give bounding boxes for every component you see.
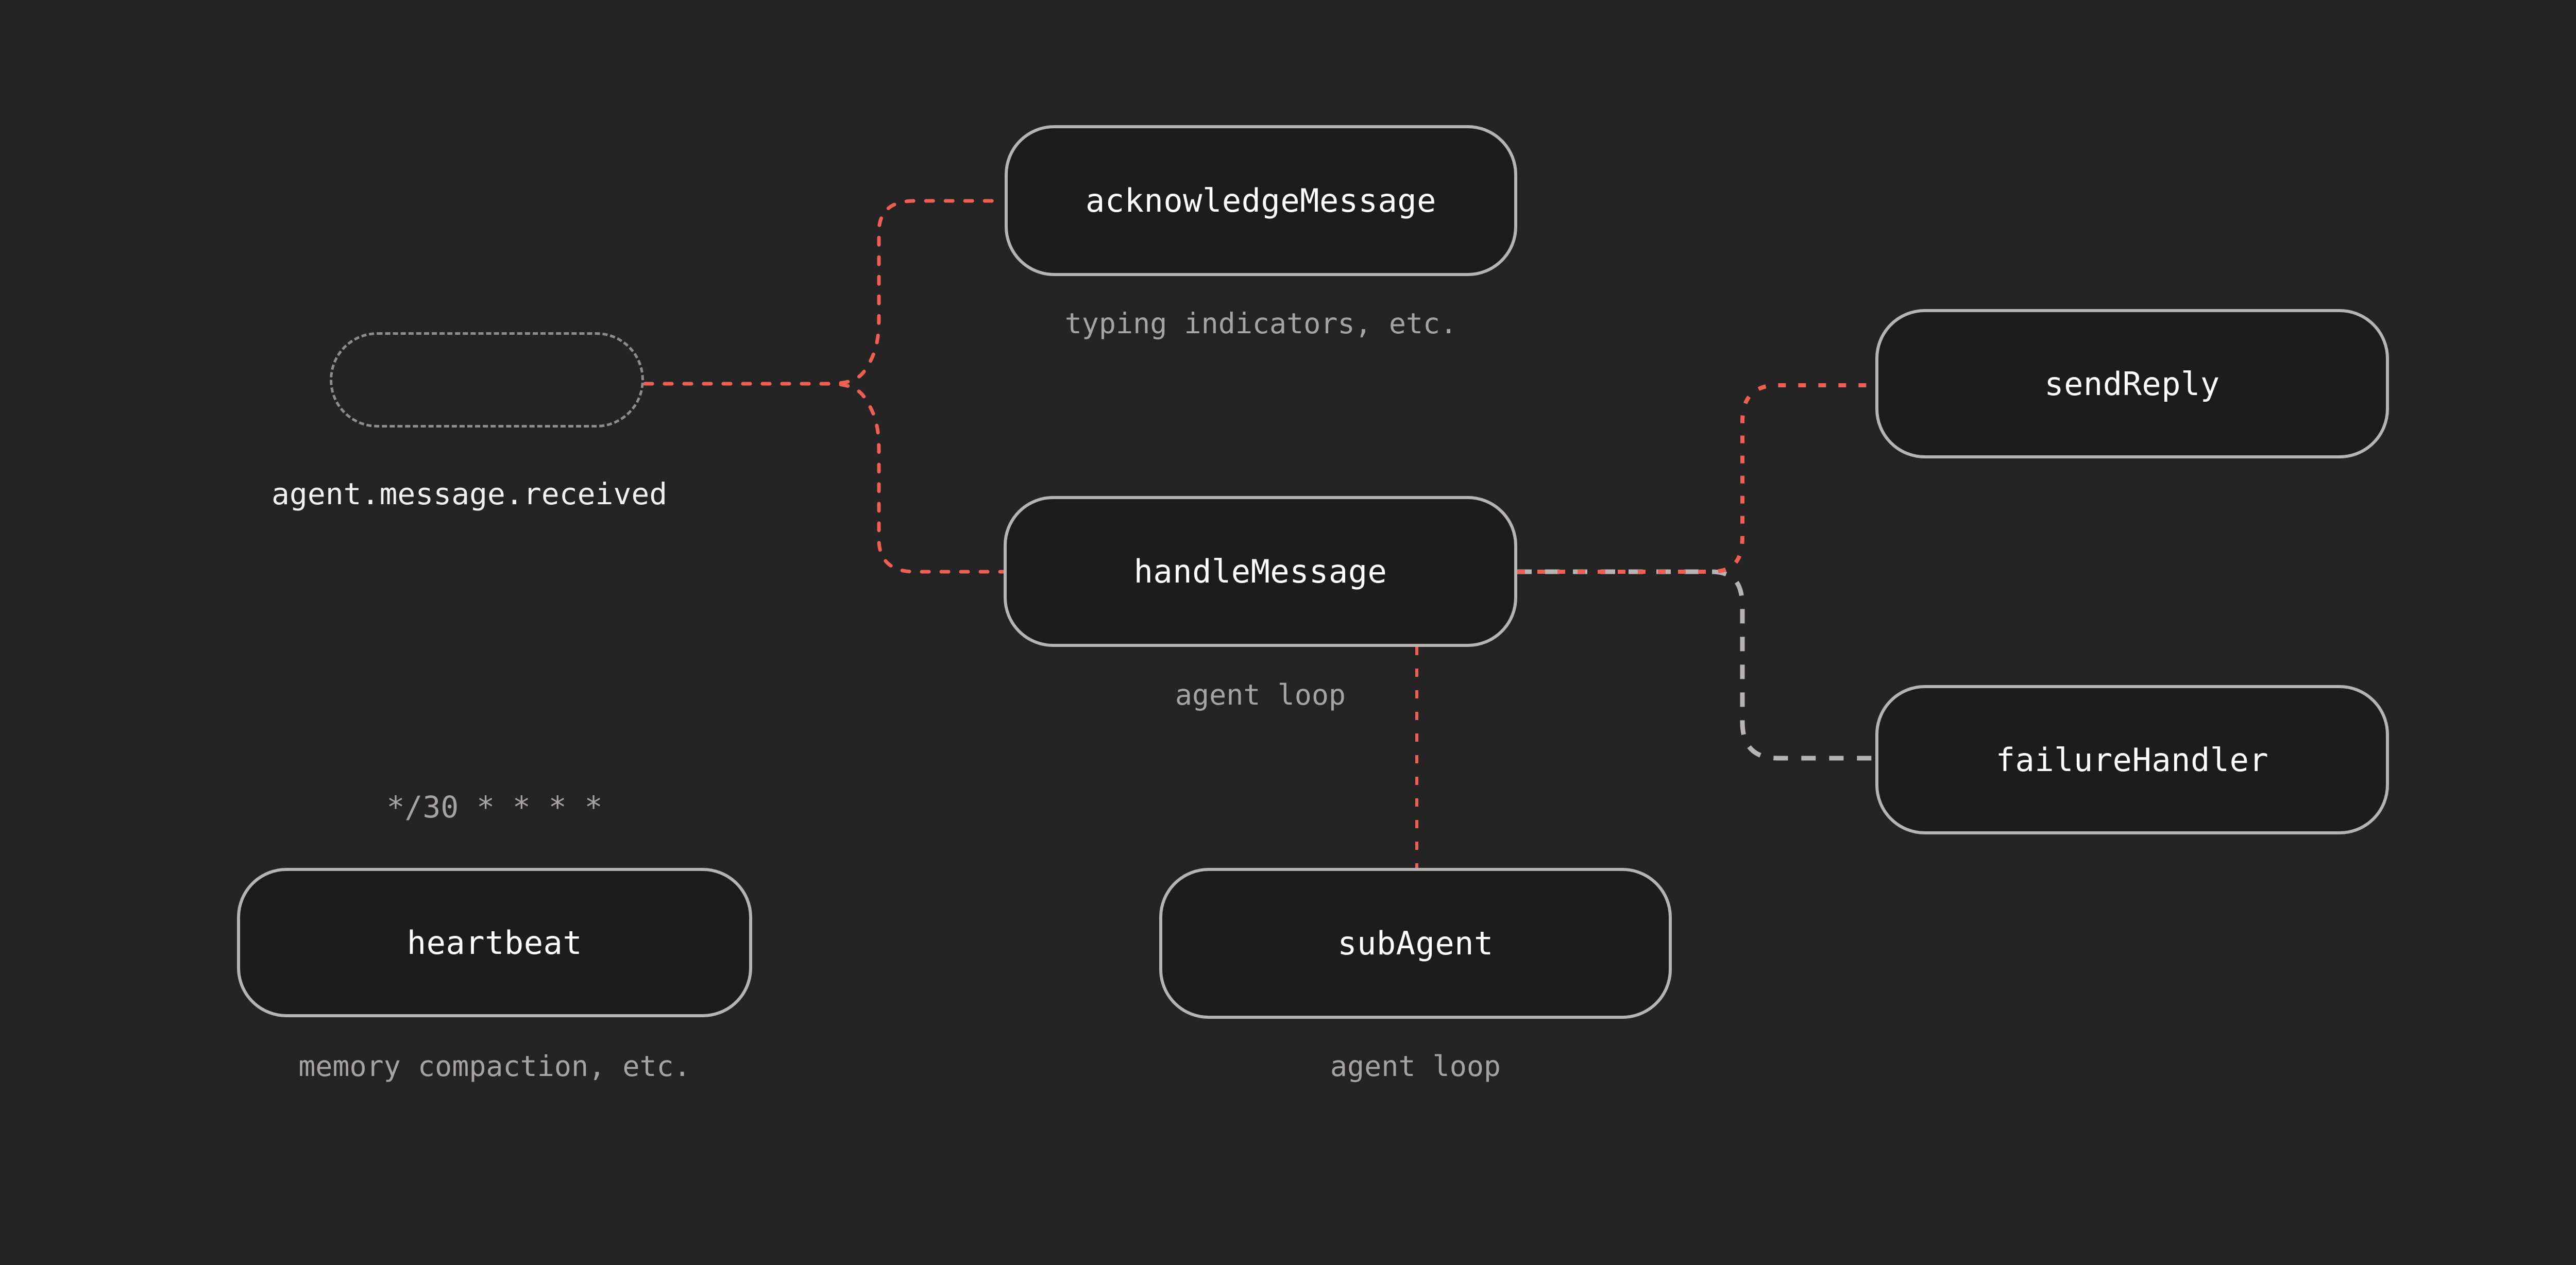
edge-trigger-to-handleMessage (643, 382, 1006, 574)
node-heartbeat[interactable]: heartbeat (237, 868, 752, 1017)
node-handle-message[interactable]: handleMessage (1004, 496, 1517, 647)
edge-handleMessage-to-sendReply (1517, 383, 1875, 574)
node-label: handleMessage (1133, 553, 1387, 590)
trigger-event-label: agent.message.received (272, 476, 668, 511)
node-label: failureHandler (1995, 741, 2269, 779)
acknowledge-message-sublabel: typing indicators, etc. (1064, 307, 1458, 340)
node-sub-agent[interactable]: subAgent (1159, 868, 1672, 1019)
sub-agent-sublabel: agent loop (1330, 1050, 1501, 1083)
heartbeat-sublabel: memory compaction, etc. (298, 1050, 691, 1083)
node-trigger-event[interactable] (330, 332, 644, 428)
handle-message-sublabel: agent loop (1175, 678, 1346, 711)
node-label: heartbeat (406, 924, 583, 962)
edge-handleMessage-to-failureHandler (1517, 569, 1875, 761)
node-failure-handler[interactable]: failureHandler (1875, 685, 2389, 834)
node-send-reply[interactable]: sendReply (1875, 309, 2389, 458)
heartbeat-cron-label: */30 * * * * (386, 790, 603, 825)
node-label: subAgent (1337, 925, 1494, 962)
node-acknowledge-message[interactable]: acknowledgeMessage (1005, 125, 1517, 276)
edge-trigger-to-acknowledgeMessage (643, 199, 1006, 386)
node-label: acknowledgeMessage (1086, 182, 1436, 219)
node-label: sendReply (2044, 365, 2220, 403)
